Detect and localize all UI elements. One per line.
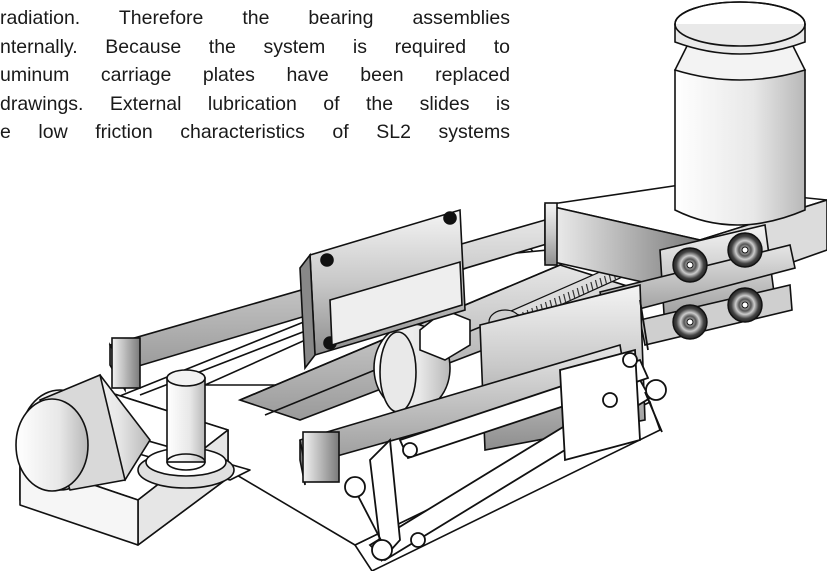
scissor-linkage	[344, 299, 667, 563]
wheel-hub	[741, 246, 749, 254]
rack-tooth	[558, 295, 562, 305]
rack-tooth	[576, 287, 580, 297]
wheel-hub	[741, 301, 749, 309]
text-line: uminum carriage plates have been replace…	[0, 64, 510, 87]
rack-tooth	[590, 281, 594, 291]
text-line: radiation. Therefore the bearing assembl…	[0, 7, 510, 29]
rack-tooth	[603, 275, 608, 285]
rack-tooth	[581, 285, 585, 295]
wheel-hub	[686, 318, 694, 326]
rack-tooth	[567, 291, 571, 301]
text-line: drawings. External lubrication of the sl…	[0, 92, 510, 115]
wheel-hub	[686, 261, 694, 269]
body-text: radiation. Therefore the bearing assembl…	[0, 4, 510, 147]
rack-tooth	[585, 283, 589, 293]
rack-tooth	[572, 289, 576, 299]
back-carriage-plate	[299, 208, 466, 371]
rack-tooth	[563, 293, 567, 303]
bearing-post	[137, 369, 235, 489]
rack-tooth	[553, 297, 558, 307]
rack-tooth	[594, 279, 599, 289]
text-line: nternally. Because the system is require…	[0, 35, 510, 58]
text-line: e low friction characteristics of SL2 sy…	[0, 121, 510, 144]
rack-tooth	[599, 277, 603, 287]
drive-motor	[15, 373, 151, 492]
load-weight	[673, 1, 807, 226]
